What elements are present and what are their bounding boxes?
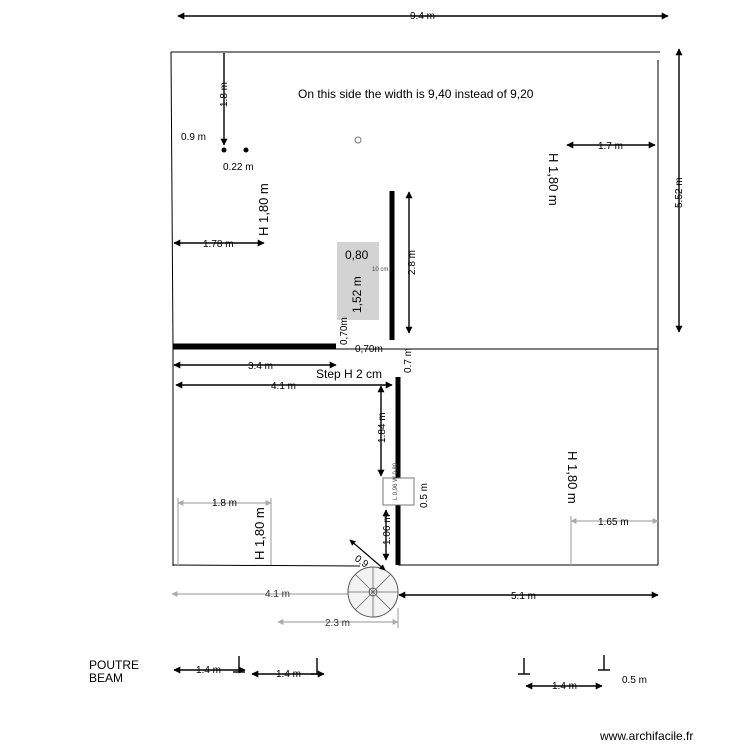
small-box xyxy=(382,477,415,506)
height-label-2: H 1,80 m xyxy=(546,153,561,206)
outer-walls xyxy=(170,51,660,567)
dim-1-8-bottom-label: 1.8 m xyxy=(212,498,237,509)
point-b xyxy=(243,147,249,153)
dim-4-1-top-label: 4.1 m xyxy=(271,381,296,392)
dim-0-5-label: 0.5 m xyxy=(419,483,430,508)
pillar-thickness: 10 cm xyxy=(372,267,388,273)
pillar-block xyxy=(337,242,379,320)
beam-dim-3: 1.4 m xyxy=(552,681,577,692)
gray-dimension-lines xyxy=(171,498,659,628)
height-label-1: H 1,80 m xyxy=(256,183,271,236)
beam-label-en: BEAM xyxy=(89,671,123,685)
pillar-depth: 1,52 m xyxy=(350,276,364,313)
dim-0-22-label: 0.22 m xyxy=(223,162,254,173)
dim-3-4-label: 3.4 m xyxy=(248,361,273,372)
height-label-3: H 1,80 m xyxy=(565,451,580,504)
dim-0-7-label: 0.7 m xyxy=(403,348,414,373)
pillar-side-label: 0,70m xyxy=(339,317,350,345)
pillar-bottom-label: 0,70m xyxy=(355,344,383,355)
dim-1-7-label: 1.7 m xyxy=(598,141,623,152)
dim-2-3-label: 2.3 m xyxy=(325,618,350,629)
beam-dim-1: 1.4 m xyxy=(196,665,221,676)
note-text: On this side the width is 9,40 instead o… xyxy=(298,87,534,101)
fixture-circle xyxy=(354,136,362,144)
dim-1-78-label: 1.78 m xyxy=(203,239,234,250)
step-label: Step H 2 cm xyxy=(316,367,382,381)
spiral-staircase xyxy=(347,539,399,618)
height-label-4: H 1,80 m xyxy=(252,507,267,560)
right-height-label: 5.52 m xyxy=(674,177,685,208)
dim-1-8-label: 1.8 m xyxy=(219,82,230,107)
dim-0-9-label: 0.9 m xyxy=(181,132,206,143)
watermark: www.archifacile.fr xyxy=(599,729,693,743)
dim-5-1-label: 5.1 m xyxy=(511,591,536,602)
pillar-width: 0,80 xyxy=(345,248,369,262)
dim-4-1-bottom-label: 4.1 m xyxy=(265,589,290,600)
dim-1-06-label: 1.06 m xyxy=(382,514,393,545)
dim-1-84-label: 1.84 m xyxy=(377,412,388,443)
interior-walls xyxy=(173,191,401,565)
beam-dim-0-5: 0.5 m xyxy=(622,675,647,686)
dim-2-8-label: 2.8 m xyxy=(407,250,418,275)
dim-1-65-label: 1.65 m xyxy=(598,517,629,528)
beam-label-fr: POUTRE xyxy=(89,658,139,672)
point-a xyxy=(221,147,227,153)
small-box-label: L 0,96 W 0,80 xyxy=(393,462,399,500)
top-width-label: 9.4 m xyxy=(410,11,435,22)
beam-symbols xyxy=(173,655,610,690)
dimension-lines xyxy=(173,12,683,599)
beam-dim-2: 1.4 m xyxy=(276,669,301,680)
